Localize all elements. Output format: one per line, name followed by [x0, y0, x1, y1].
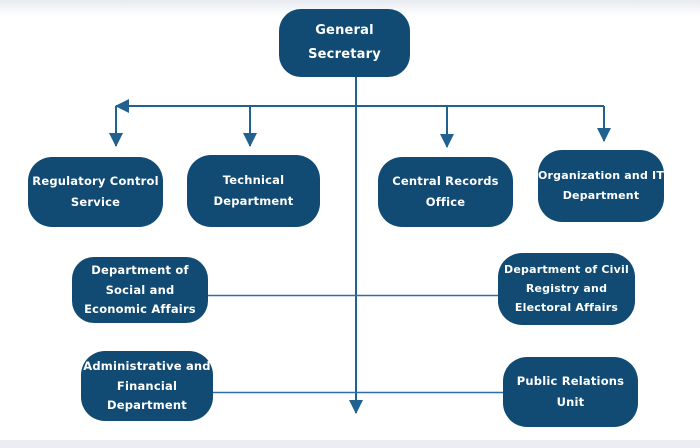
node-label-line: Public Relations: [516, 374, 625, 389]
footer-bar: [0, 440, 700, 448]
node-label-line: Registry and: [525, 281, 608, 295]
node-label-line: Department of: [91, 263, 189, 278]
node-central-records-office: Central Records Office: [378, 157, 513, 227]
node-label-line: Regulatory Control: [32, 174, 159, 189]
node-civil-registry-electoral-affairs: Department of Civil Registry and Elector…: [498, 253, 635, 325]
node-technical-department: Technical Department: [187, 155, 320, 227]
node-label-line: Department of Civil: [504, 263, 629, 277]
node-label-line: Central Records: [392, 174, 499, 189]
node-label-line: Service: [70, 195, 121, 209]
node-label-line: Organization and IT: [537, 168, 665, 182]
node-label-line: Office: [425, 195, 466, 209]
node-organization-it-department: Organization and IT Department: [538, 150, 664, 222]
node-label-line: Electoral Affairs: [514, 300, 619, 314]
node-label-line: Administrative and: [83, 359, 211, 374]
node-label-line: Social and: [105, 282, 175, 297]
node-label-line: General: [315, 22, 374, 38]
node-label-line: Secretary: [308, 46, 381, 62]
node-social-economic-affairs: Department of Social and Economic Affair…: [72, 257, 208, 323]
node-public-relations-unit: Public Relations Unit: [503, 357, 638, 427]
node-label-line: Unit: [556, 395, 585, 409]
node-label-line: Technical: [222, 173, 285, 188]
node-label-line: Department: [562, 189, 640, 202]
node-label-line: Department: [213, 194, 294, 208]
node-general-secretary: General Secretary: [279, 9, 410, 77]
node-label-line: Financial: [116, 378, 178, 393]
node-administrative-financial-department: Administrative and Financial Department: [81, 351, 213, 421]
node-regulatory-control-service: Regulatory Control Service: [28, 157, 163, 227]
node-label-line: Economic Affairs: [84, 301, 196, 316]
node-label-line: Department: [107, 397, 187, 412]
